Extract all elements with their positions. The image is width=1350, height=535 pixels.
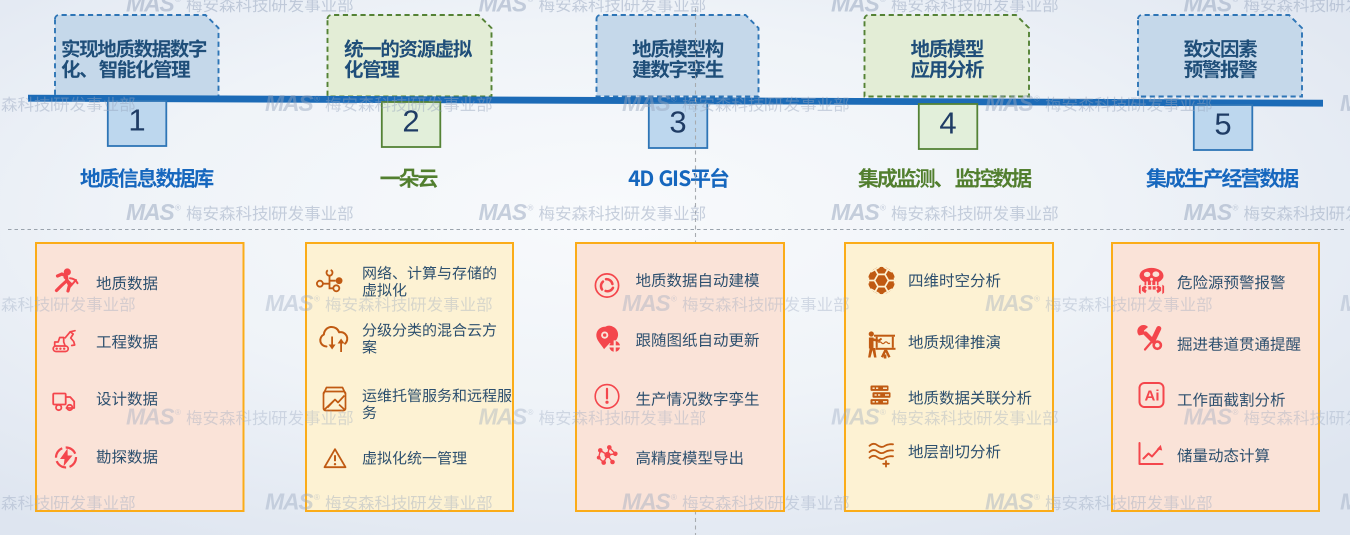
svg-text:2: 2 — [402, 104, 419, 139]
svg-text:1: 1 — [128, 103, 145, 138]
svg-text:4: 4 — [939, 106, 956, 141]
svg-text:5: 5 — [1214, 107, 1231, 142]
svg-text:3: 3 — [669, 105, 686, 140]
